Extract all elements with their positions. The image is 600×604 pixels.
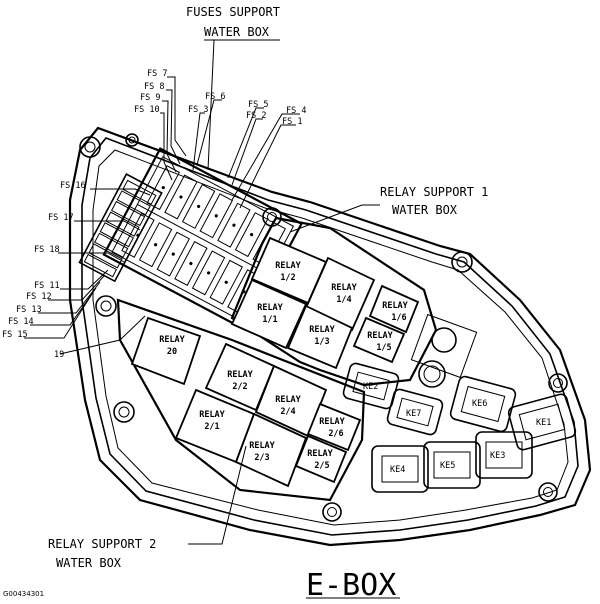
svg-text:2/4: 2/4 <box>280 407 295 417</box>
svg-text:1/6: 1/6 <box>391 313 406 323</box>
svg-text:2/1: 2/1 <box>204 422 219 432</box>
relay-1-2: RELAY 1/2 <box>250 236 328 305</box>
label-fs8: FS 8 <box>144 82 164 92</box>
svg-text:2/3: 2/3 <box>254 453 269 463</box>
svg-text:KE7: KE7 <box>406 409 421 419</box>
relay-2-6: RELAY 2/6 <box>306 402 362 452</box>
label-fs4: FS 4 <box>286 106 306 116</box>
label-fs1: FS 1 <box>282 117 302 127</box>
svg-text:RELAY: RELAY <box>307 449 333 459</box>
svg-text:RELAY: RELAY <box>319 417 345 427</box>
svg-text:RELAY: RELAY <box>367 331 393 341</box>
svg-text:2/2: 2/2 <box>232 382 247 392</box>
svg-text:KE3: KE3 <box>490 451 505 461</box>
center-grommet <box>410 313 478 388</box>
label-fs9: FS 9 <box>140 93 160 103</box>
label-fs11: FS 11 <box>34 281 60 291</box>
svg-text:RELAY: RELAY <box>275 261 301 271</box>
label-fs17: FS 17 <box>48 213 74 223</box>
svg-text:RELAY: RELAY <box>309 325 335 335</box>
label-fs3: FS 3 <box>188 105 208 115</box>
connector-ke5: KE5 <box>423 441 481 489</box>
label-relay-support-2: RELAY SUPPORT 2 <box>48 537 156 551</box>
diagram-title: E-BOX <box>306 568 396 603</box>
leader-lines <box>24 39 380 545</box>
left-fuse-column <box>78 173 163 283</box>
relay-1-6: RELAY 1/6 <box>368 284 420 334</box>
label-fs2: FS 2 <box>246 111 266 121</box>
label-relay-support-1-water-box: WATER BOX <box>392 203 458 217</box>
relay-1-1: RELAY 1/1 <box>230 278 308 350</box>
connector-ke1: KE1 <box>507 393 577 451</box>
connector-ke3: KE3 <box>475 431 533 479</box>
label-fs14: FS 14 <box>8 317 34 327</box>
label-fs13: FS 13 <box>16 305 42 315</box>
svg-text:1/4: 1/4 <box>336 295 351 305</box>
svg-text:KE2: KE2 <box>363 382 378 392</box>
svg-text:20: 20 <box>167 347 177 357</box>
relay-2-5: RELAY 2/5 <box>294 434 348 484</box>
svg-text:RELAY: RELAY <box>331 283 357 293</box>
label-fuses-water-box: WATER BOX <box>204 25 270 39</box>
svg-text:1/3: 1/3 <box>314 337 329 347</box>
svg-text:KE4: KE4 <box>390 465 405 475</box>
relay-support-2 <box>116 298 366 502</box>
relay-1-5: RELAY 1/5 <box>352 316 406 364</box>
svg-text:KE5: KE5 <box>440 461 455 471</box>
mounting-bosses <box>79 133 568 522</box>
relay-support-1 <box>230 216 438 387</box>
label-fs12: FS 12 <box>26 292 52 302</box>
label-fs15: FS 15 <box>2 330 28 340</box>
relay-1-3: RELAY 1/3 <box>286 304 354 370</box>
annotation-labels: FUSES SUPPORT WATER BOX RELAY SUPPORT 1 … <box>2 5 488 603</box>
svg-text:KE6: KE6 <box>472 399 487 409</box>
label-relay-support-1: RELAY SUPPORT 1 <box>380 185 488 199</box>
label-fs10: FS 10 <box>134 105 160 115</box>
connector-ke4: KE4 <box>371 445 429 493</box>
svg-text:1/1: 1/1 <box>262 315 277 325</box>
label-fs18: FS 18 <box>34 245 60 255</box>
svg-text:2/5: 2/5 <box>314 461 329 471</box>
label-fs6: FS 6 <box>205 92 225 102</box>
relay-2-4: RELAY 2/4 <box>254 364 328 438</box>
svg-text:1/2: 1/2 <box>280 273 295 283</box>
label-fs7: FS 7 <box>147 69 167 79</box>
label-fuses-support: FUSES SUPPORT <box>186 5 280 19</box>
svg-text:RELAY: RELAY <box>227 370 253 380</box>
svg-text:RELAY: RELAY <box>159 335 185 345</box>
svg-text:1/5: 1/5 <box>376 343 391 353</box>
svg-text:RELAY: RELAY <box>382 301 408 311</box>
svg-text:RELAY: RELAY <box>275 395 301 405</box>
connector-ke6: KE6 <box>449 375 517 433</box>
svg-text:RELAY: RELAY <box>257 303 283 313</box>
callout-19: 19 <box>54 350 64 360</box>
label-fs5: FS 5 <box>248 100 268 110</box>
relay-2-3: RELAY 2/3 <box>234 412 308 488</box>
svg-text:RELAY: RELAY <box>249 441 275 451</box>
figure-id: G00434301 <box>3 590 44 598</box>
label-relay-support-2-water-box: WATER BOX <box>56 556 122 570</box>
svg-text:2/6: 2/6 <box>328 429 343 439</box>
relay-20: RELAY 20 <box>130 316 202 386</box>
label-fs16: FS 16 <box>60 181 86 191</box>
svg-text:RELAY: RELAY <box>199 410 225 420</box>
connector-ke7: KE7 <box>386 388 444 436</box>
svg-text:KE1: KE1 <box>536 418 551 428</box>
